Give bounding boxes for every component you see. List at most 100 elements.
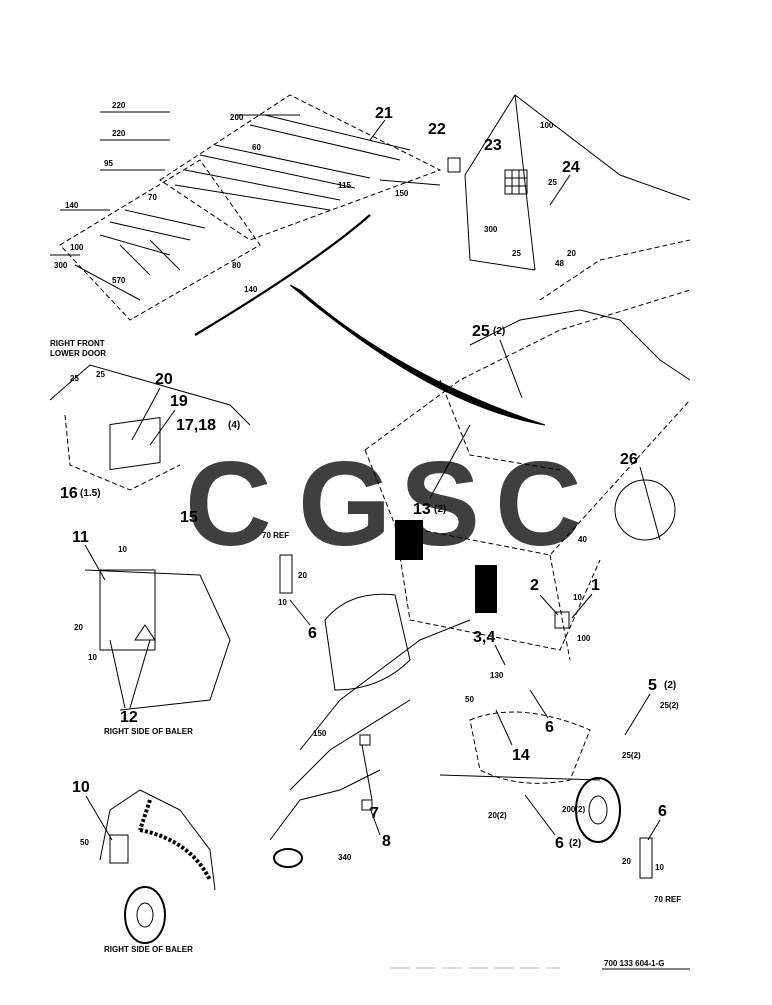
callout-13: 11 <box>72 529 89 546</box>
callout-25: 25 <box>472 323 490 340</box>
roof-front-panel <box>59 159 261 321</box>
dim-150: 150 <box>395 189 409 198</box>
dim-220-top: 220 <box>112 101 126 110</box>
qty-16: (1.5) <box>80 488 101 499</box>
callout-19: 19 <box>170 393 188 410</box>
dim-60: 60 <box>252 143 261 152</box>
callout-6-upper: 6 <box>308 625 317 642</box>
callout-15: 15 <box>180 509 198 526</box>
qty-5: (2) <box>664 680 676 691</box>
callout-21: 21 <box>375 105 393 122</box>
dim-570: 570 <box>112 276 126 285</box>
callout-16: 16 <box>60 485 78 502</box>
dim-300-panel: 300 <box>484 225 498 234</box>
dim-200-2: 200(2) <box>562 805 585 814</box>
dim-25-2-upper: 25(2) <box>660 701 679 710</box>
qty-17-18: (4) <box>228 420 240 431</box>
callout-12: 12 <box>120 709 138 726</box>
dimension-lines <box>50 111 441 301</box>
dim-70: 70 <box>148 193 157 202</box>
dim-300-left: 300 <box>54 261 68 270</box>
callout-9: 7 <box>370 805 379 822</box>
warning-triangle-icon <box>134 624 156 641</box>
detail-leaders <box>194 214 546 426</box>
dim-25-panel-a: 25 <box>548 178 557 187</box>
caption-right-front: RIGHT FRONT <box>50 339 105 348</box>
hatched-decal-left <box>395 520 423 560</box>
dim-140-right: 140 <box>244 285 258 294</box>
hatched-decal-right <box>475 565 497 613</box>
decal-11-panel <box>109 834 129 864</box>
callout-3-4: 3,4 <box>473 629 495 646</box>
callout-6-lower: 6 <box>658 803 667 820</box>
decal-22-shape <box>447 157 461 173</box>
right-wheel-icon <box>575 777 621 843</box>
watermark-letter-s: S <box>400 437 480 571</box>
decal-13-panel <box>99 569 156 651</box>
qty-7: (2) <box>569 838 581 849</box>
watermark-letter-g: G <box>298 437 391 571</box>
main-callouts: 25 (2) 26 13 (2) 2 1 10 40 100 3,4 130 5… <box>313 323 679 862</box>
caption-lower-door: LOWER DOOR <box>50 349 106 358</box>
decal-6-detail-lower: 6 20 10 70 REF <box>622 803 681 904</box>
left-wheel-icon <box>124 886 166 944</box>
baler-main-body <box>269 239 691 868</box>
dim-100-plate: 100 <box>577 634 591 643</box>
dim-20-detail: 20 <box>298 571 307 580</box>
side-panel-detail: 22 23 24 100 25 300 25 48 20 <box>428 94 691 271</box>
right-side-detail-upper: 11 10 20 10 12 RIGHT SIDE OF BALER <box>72 529 231 736</box>
callout-11: 10 <box>72 779 90 796</box>
dim-20-2: 20(2) <box>488 811 507 820</box>
dim-25-2-lower: 25(2) <box>622 751 641 760</box>
decal-23-grid <box>504 169 528 195</box>
callout-20: 20 <box>155 371 173 388</box>
decal-stripes <box>99 114 411 276</box>
decal-6-detail-upper: 70 REF 20 10 6 <box>262 531 317 642</box>
roof-panel-outline <box>159 94 442 241</box>
callout-6-center: 6 <box>545 719 554 736</box>
callout-5: 5 <box>648 677 657 694</box>
callout-23: 23 <box>484 137 502 154</box>
dim-100: 100 <box>70 243 84 252</box>
dim-220-mid: 220 <box>112 129 126 138</box>
watermark-letter-c2: C <box>495 437 582 571</box>
cgsc-watermark: C G S C <box>185 437 582 571</box>
callout-22: 22 <box>428 121 446 138</box>
dim-10-plate: 10 <box>573 593 582 602</box>
callout-8: 14 <box>512 747 530 764</box>
roof-decal-layout: 21 220 220 95 70 140 100 300 570 80 140 … <box>50 94 442 321</box>
dim-50-center: 50 <box>465 695 474 704</box>
callout-7: 6 <box>555 835 564 852</box>
right-side-detail-lower: 10 50 RIGHT SIDE OF BALER <box>72 779 216 954</box>
callout-2: 2 <box>530 577 539 594</box>
callout-10: 8 <box>382 833 391 850</box>
qty-14: (2) <box>434 504 446 515</box>
callout-17-18: 17,18 <box>176 417 216 434</box>
dim-340: 340 <box>338 853 352 862</box>
dim-130: 130 <box>490 671 504 680</box>
dim-10-lower-detail: 10 <box>655 863 664 872</box>
dim-115: 115 <box>338 181 351 190</box>
dim-95: 95 <box>104 159 113 168</box>
callout-24: 24 <box>562 159 580 176</box>
detail-circle-26 <box>614 479 676 541</box>
decal-19-panel <box>109 416 161 471</box>
dim-25-door-a: 25 <box>70 374 79 383</box>
dim-25-panel-b: 25 <box>512 249 521 258</box>
dim-20-panel: 20 <box>567 249 576 258</box>
caption-right-side-1: RIGHT SIDE OF BALER <box>104 727 193 736</box>
qty-25: (2) <box>493 326 505 337</box>
dim-100-panel: 100 <box>540 121 554 130</box>
callout-1: 1 <box>591 577 600 594</box>
hitch-icon <box>273 848 303 868</box>
dim-40: 40 <box>578 535 587 544</box>
dim-50-lower: 50 <box>80 838 89 847</box>
dim-48: 48 <box>555 259 564 268</box>
caption-right-side-2: RIGHT SIDE OF BALER <box>104 945 193 954</box>
dim-140-left: 140 <box>65 201 79 210</box>
callout-14: 13 <box>413 501 431 518</box>
dim-150-front: 150 <box>313 729 327 738</box>
lower-door-detail: RIGHT FRONT LOWER DOOR 25 25 20 19 17,18… <box>49 339 251 526</box>
